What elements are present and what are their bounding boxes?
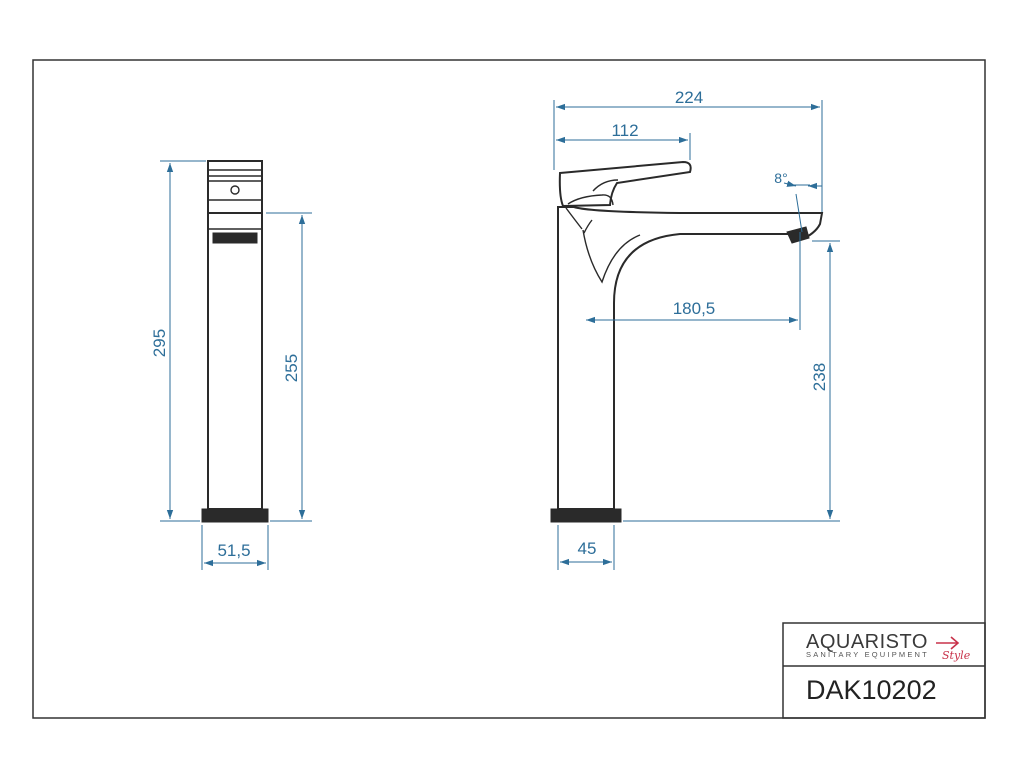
brand-arrow-icon (936, 636, 960, 650)
model-code: DAK10202 (806, 675, 937, 705)
dim-label-45: 45 (578, 539, 597, 558)
dim-label-8-deg: 8° (774, 170, 787, 186)
dim-label-295: 295 (150, 329, 169, 357)
dim-line-8-deg (783, 180, 797, 187)
dim-label-224: 224 (675, 88, 703, 107)
front-spout-body (557, 206, 824, 510)
front-handle-lever (558, 160, 692, 208)
brand-script: Style (942, 649, 971, 662)
dim-label-51-5: 51,5 (217, 541, 250, 560)
side-aerator (212, 232, 258, 244)
side-handle-screw-icon (230, 185, 240, 195)
dim-label-112: 112 (611, 121, 638, 140)
side-base (201, 508, 269, 523)
dim-label-180-5: 180,5 (673, 299, 716, 318)
dim-label-238: 238 (810, 363, 829, 391)
brand-name: AQUARISTO (806, 631, 928, 653)
side-view: 295 255 51,5 (150, 160, 312, 570)
side-handle (207, 160, 263, 214)
brand-logo: AQUARISTO SANITARY EQUIPMENT Style (806, 631, 971, 662)
side-body (207, 212, 263, 510)
title-block: AQUARISTO SANITARY EQUIPMENT Style DAK10… (782, 622, 986, 719)
front-view: 224 112 8° 180,5 238 45 (550, 88, 840, 570)
brand-tagline: SANITARY EQUIPMENT (806, 650, 929, 659)
front-aerator (786, 226, 810, 244)
dim-label-255: 255 (282, 354, 301, 382)
drawing-border (32, 59, 986, 719)
front-base (550, 508, 622, 523)
